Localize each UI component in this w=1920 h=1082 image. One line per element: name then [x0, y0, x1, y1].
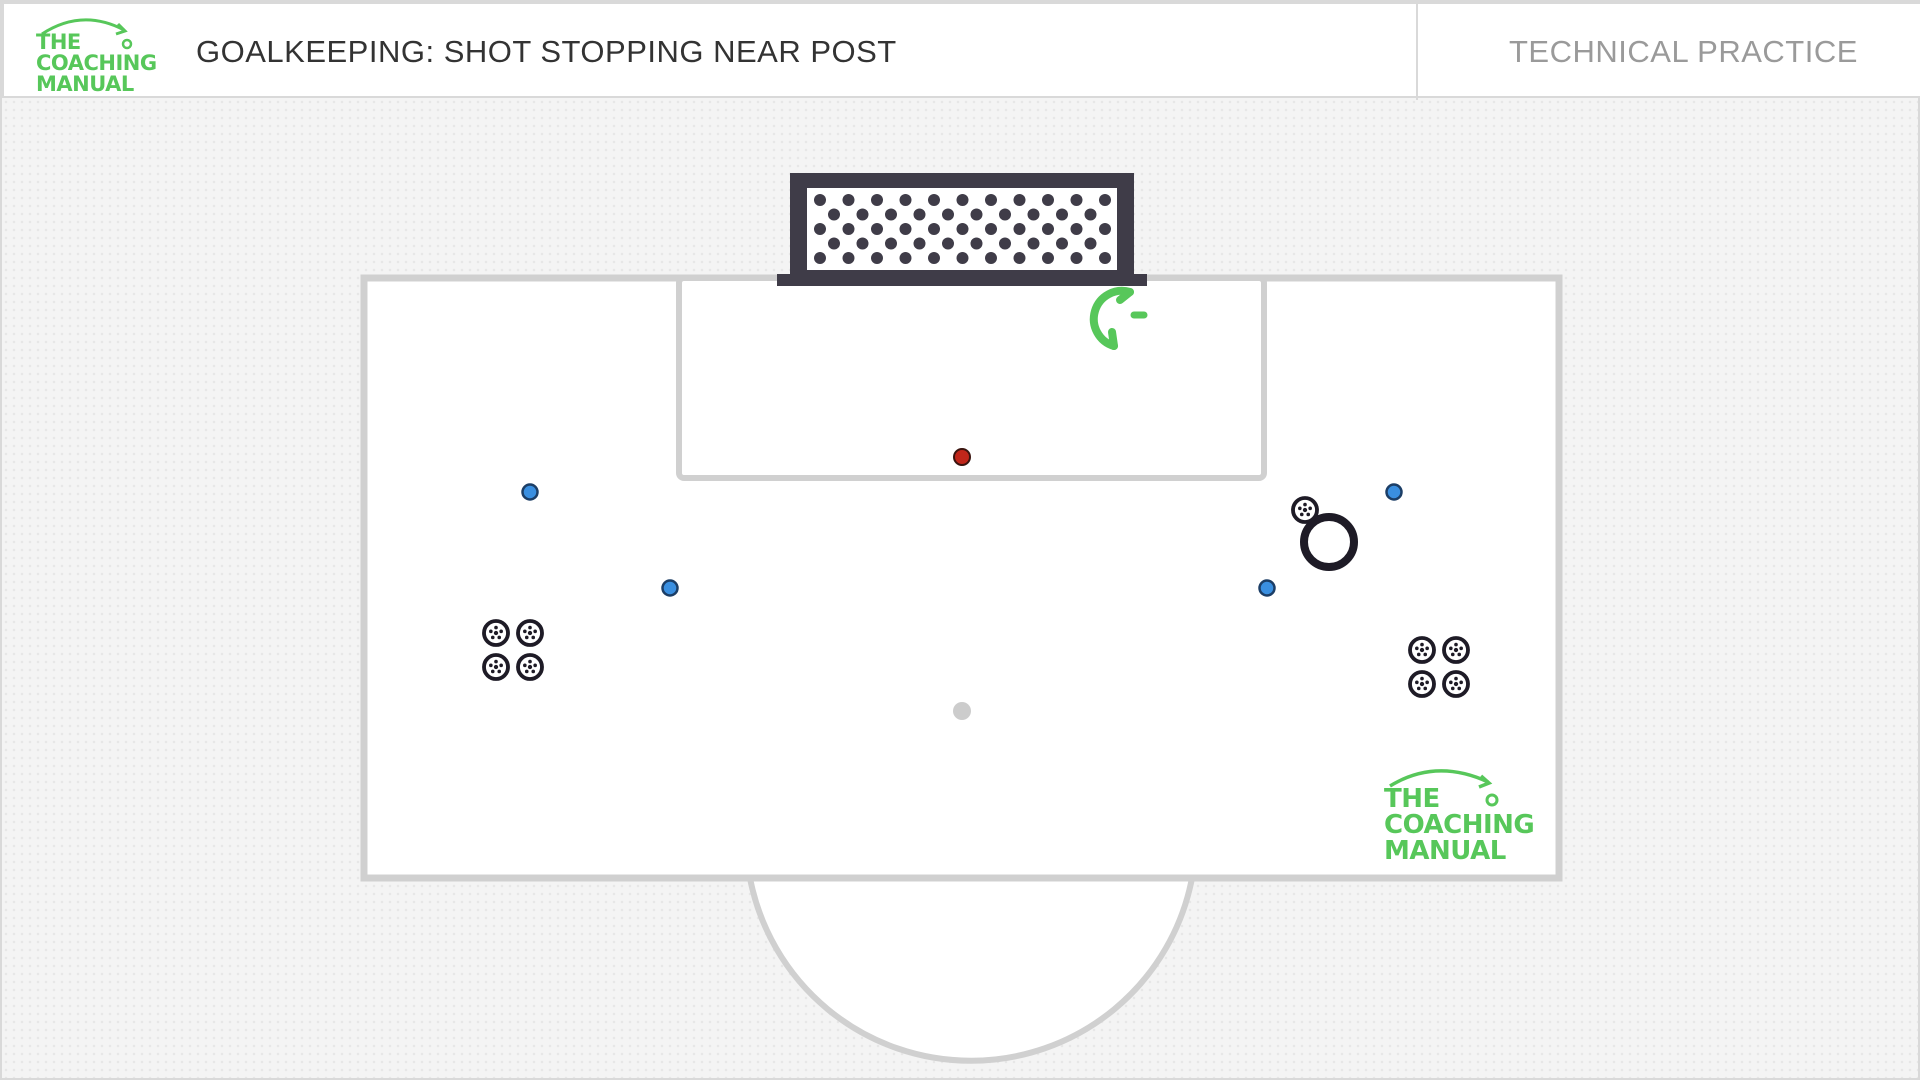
practice-category: TECHNICAL PRACTICE	[1509, 34, 1858, 69]
net-dot	[1056, 208, 1068, 221]
balls-layer	[482, 496, 1470, 698]
net-dot	[814, 252, 826, 264]
net-dot	[928, 223, 940, 235]
net-dot	[942, 237, 954, 250]
cone-left-top	[521, 483, 539, 501]
logo-arrow-icon	[41, 18, 133, 50]
net-dot	[885, 237, 897, 250]
net-dot	[1013, 223, 1026, 235]
header-divider	[1416, 4, 1418, 100]
net-dot	[828, 208, 840, 221]
football-icon	[1408, 636, 1436, 664]
football-icon	[1442, 636, 1470, 664]
watermark-line-1: THE	[1384, 784, 1440, 814]
net-dot	[1027, 237, 1040, 250]
penalty-area	[360, 274, 1563, 882]
net-dot	[842, 223, 855, 235]
net-dot	[928, 194, 940, 206]
watermark-logo: THE COACHING MANUAL	[1376, 764, 1546, 864]
net-dot	[828, 237, 840, 250]
net-dot	[1013, 252, 1026, 264]
net-dot	[1042, 252, 1054, 264]
net-dot	[856, 237, 869, 250]
net-dot	[999, 208, 1011, 221]
net-dot	[1084, 208, 1097, 221]
cone-right-top	[1385, 483, 1403, 501]
penalty-arc	[747, 877, 1195, 1064]
net-dot	[1027, 208, 1040, 221]
net-dot	[814, 223, 826, 235]
net-dot	[985, 223, 997, 235]
net-dot	[871, 194, 883, 206]
net-dot	[1042, 194, 1054, 206]
net-dot	[913, 237, 926, 250]
football-icon	[1442, 670, 1470, 698]
cone-right-bottom	[1258, 579, 1276, 597]
net-dot	[1084, 237, 1097, 250]
net-dot	[842, 194, 855, 206]
six-yard-box	[676, 275, 1267, 481]
net-dot	[1099, 252, 1111, 264]
net-dot	[885, 208, 897, 221]
net-dot	[1070, 252, 1083, 264]
net-dot	[1042, 223, 1054, 235]
net-dot	[842, 252, 855, 264]
football-icon	[1408, 670, 1436, 698]
goal-net	[814, 194, 1111, 264]
net-dot	[1070, 194, 1083, 206]
net-dot	[928, 252, 940, 264]
net-dot	[871, 252, 883, 264]
cone-left-bottom	[661, 579, 679, 597]
net-dot	[956, 252, 969, 264]
net-dot	[956, 194, 969, 206]
net-dot	[985, 194, 997, 206]
watermark-line-2: COACHING	[1384, 810, 1535, 840]
net-dot	[1070, 223, 1083, 235]
net-dot	[899, 223, 912, 235]
net-dot	[970, 208, 983, 221]
rotation-arrow-icon	[1089, 286, 1148, 350]
logo-line-3: MANUAL	[36, 72, 134, 96]
logo-line-2: COACHING	[36, 51, 157, 75]
net-dot	[1099, 223, 1111, 235]
header-bar: THE COACHING MANUAL GOALKEEPING: SHOT ST…	[2, 2, 1920, 100]
logo-line-1: THE	[36, 30, 81, 54]
football-icon	[482, 653, 510, 681]
net-dot	[1099, 194, 1111, 206]
net-dot	[999, 237, 1011, 250]
shooter-ball-icon	[1291, 496, 1319, 524]
net-dot	[899, 252, 912, 264]
net-dot	[956, 223, 969, 235]
net-dot	[899, 194, 912, 206]
goalkeeper-marker	[953, 448, 971, 466]
net-dot	[1013, 194, 1026, 206]
football-icon	[482, 619, 510, 647]
watermark-line-3: MANUAL	[1384, 836, 1506, 866]
page-title: GOALKEEPING: SHOT STOPPING NEAR POST	[196, 34, 897, 69]
football-icon	[516, 653, 544, 681]
goal	[777, 173, 1147, 286]
net-dot	[985, 252, 997, 264]
net-dot	[1056, 237, 1068, 250]
shooter-ring	[1300, 513, 1358, 571]
watermark-arrow-icon	[1389, 769, 1499, 807]
penalty-spot	[953, 702, 971, 720]
coaching-manual-logo: THE COACHING MANUAL	[32, 14, 172, 96]
net-dot	[814, 194, 826, 206]
net-dot	[871, 223, 883, 235]
net-dot	[913, 208, 926, 221]
net-dot	[942, 208, 954, 221]
net-dot	[856, 208, 869, 221]
football-icon	[516, 619, 544, 647]
net-dot	[970, 237, 983, 250]
